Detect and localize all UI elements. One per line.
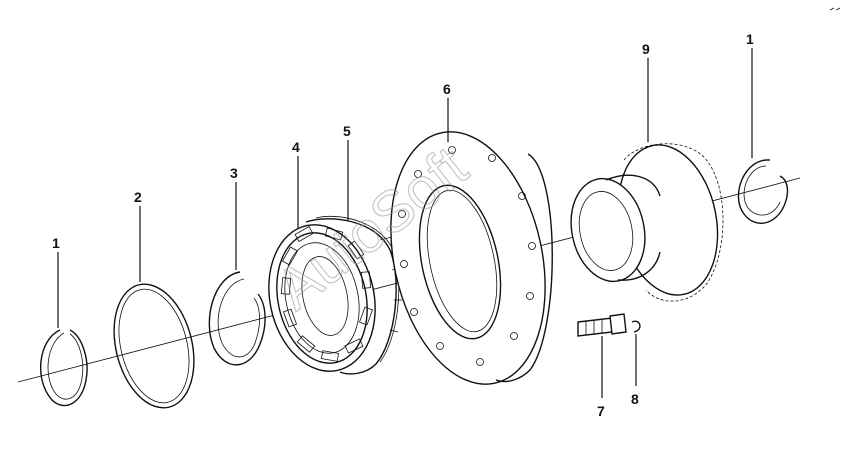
lock-washer[interactable]	[631, 320, 641, 333]
callout-5: 5	[343, 123, 351, 139]
callout-8: 8	[631, 391, 639, 407]
callout-7: 7	[597, 403, 605, 419]
snap-ring[interactable]	[208, 271, 266, 366]
callout-1-right: 1	[746, 31, 754, 47]
large-retaining-ring[interactable]	[102, 276, 206, 417]
bearing-rollers	[280, 225, 374, 362]
callout-1-left: 1	[52, 235, 60, 251]
snap-ring-small-right[interactable]	[737, 159, 789, 224]
corner-mark	[829, 7, 841, 11]
spur-gear[interactable]	[562, 136, 731, 305]
snap-ring-small-left[interactable]	[40, 329, 88, 407]
flange-plate[interactable]	[369, 117, 567, 398]
callout-3: 3	[230, 165, 238, 181]
callout-6: 6	[443, 81, 451, 97]
hex-bolt[interactable]	[577, 313, 627, 337]
callout-2: 2	[134, 189, 142, 205]
flange-bolt-holes	[398, 146, 536, 366]
callout-9: 9	[642, 41, 650, 57]
callout-4: 4	[292, 139, 300, 155]
roller-bearing[interactable]	[256, 215, 388, 381]
